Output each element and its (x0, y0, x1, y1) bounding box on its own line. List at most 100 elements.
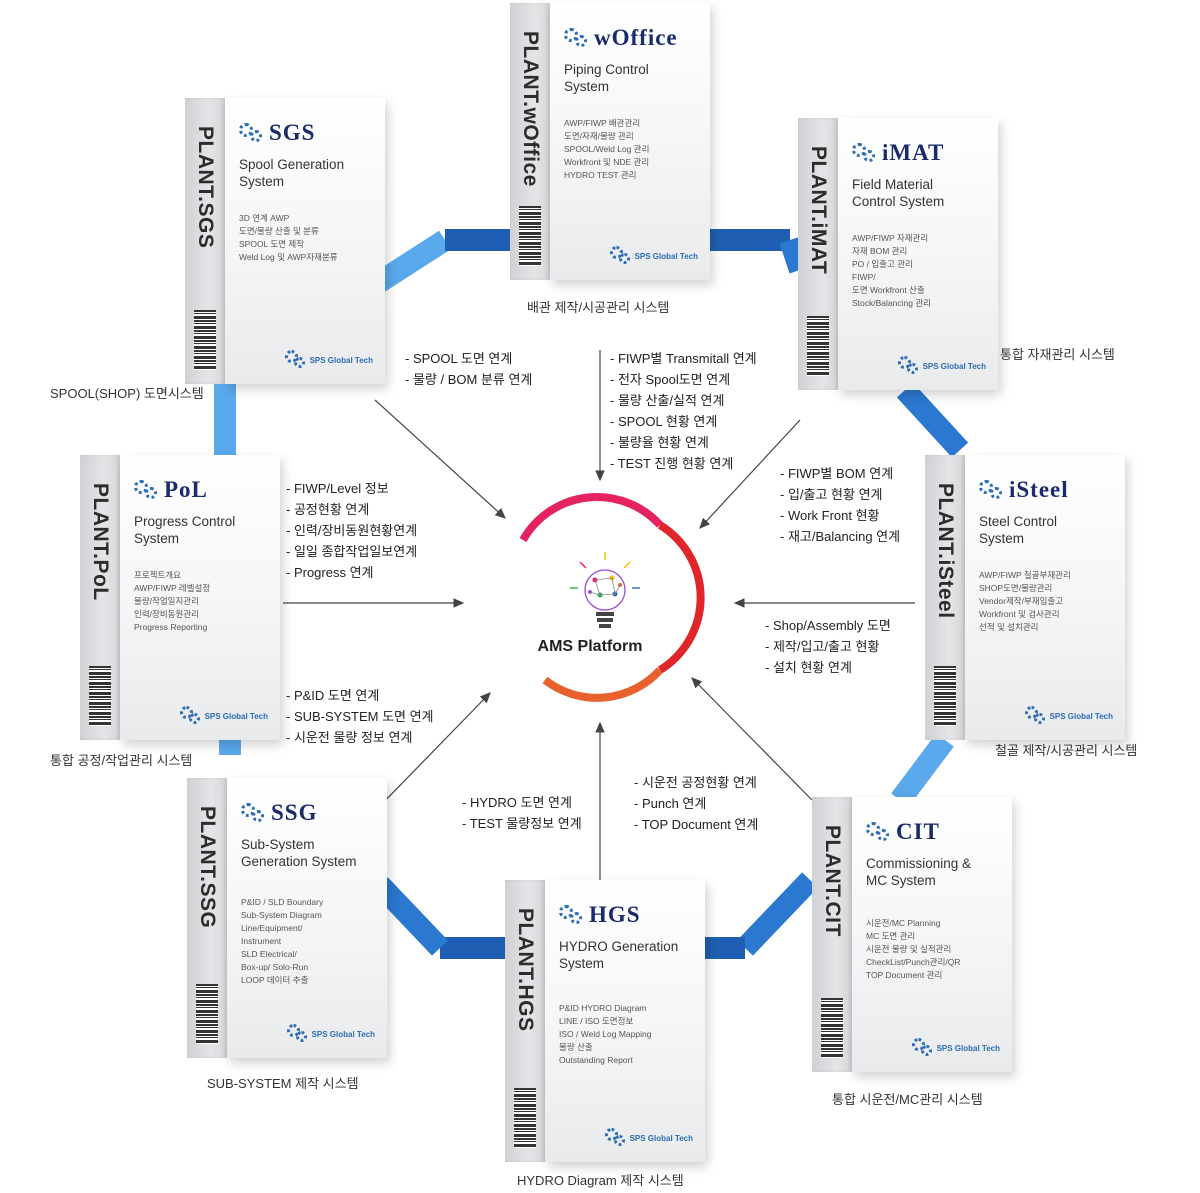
link-item: - 일일 종합작업일보연계 (286, 544, 418, 559)
link-item: - Punch 연계 (634, 796, 707, 811)
sps-gear-icon (1024, 706, 1047, 726)
sps-gear-icon (284, 350, 307, 370)
barcode-icon (89, 666, 111, 726)
caption-woffice: 배관 제작/시공관리 시스템 (527, 300, 670, 315)
box-side: PLANT.PoL (80, 455, 120, 740)
gear-icon (866, 820, 892, 844)
sps-gear-icon (897, 356, 920, 376)
gear-icon (979, 478, 1005, 502)
system-name-line: System (979, 531, 1025, 546)
system-name-line: Spool Generation (239, 157, 345, 172)
system-name-line: Commissioning & (866, 856, 972, 871)
feature-item: SHOP도면/물량관리 (979, 583, 1053, 593)
link-item: - 인력/장비동원현황연계 (286, 523, 418, 538)
links-hgs: - HYDRO 도면 연계 - TEST 물량정보 연계 (462, 792, 582, 834)
feature-item: LOOP 데이터 추출 (241, 975, 309, 985)
feature-item: 도면/물량 산출 및 분류 (239, 226, 319, 236)
box-side-title: PLANT.HGS (514, 908, 537, 1032)
link-item: - Work Front 현황 (780, 508, 880, 523)
maker-name: SPS Global Tech (922, 361, 986, 371)
links-imat: - FIWP별 BOM 연계 - 입/출고 현황 연계 - Work Front… (780, 463, 900, 547)
feature-item: AWP/FIWP 레벨설정 (134, 583, 211, 593)
barcode-icon (519, 206, 541, 266)
system-name-line: MC System (866, 873, 936, 888)
link-item: - 불량율 현황 연계 (610, 435, 709, 450)
link-item: - SUB-SYSTEM 도면 연계 (286, 709, 434, 724)
feature-item: 자재 BOM 관리 (852, 246, 908, 256)
maker-logo: SPS Global Tech (911, 1038, 1000, 1058)
feature-item: Workfront 및 NDE 관리 (564, 157, 650, 167)
maker-logo: SPS Global Tech (609, 246, 698, 266)
maker-logo: SPS Global Tech (286, 1024, 375, 1044)
arrow-ssg (377, 692, 491, 809)
links-sgs: - SPOOL 도면 연계 - 물량 / BOM 분류 연계 (405, 348, 532, 390)
system-name-line: Steel Control (979, 514, 1058, 529)
ring-segment (737, 872, 818, 956)
link-item: - 제작/입고/출고 현황 (765, 639, 880, 654)
center-arc (519, 492, 705, 702)
maker-logo: SPS Global Tech (179, 706, 268, 726)
links-ssg: - P&ID 도면 연계 - SUB-SYSTEM 도면 연계 - 시운전 물량… (286, 685, 434, 748)
ring-segment (372, 877, 448, 956)
feature-item: FIWP/ (852, 272, 876, 282)
feature-item: Weld Log 및 AWP자재분류 (239, 252, 338, 262)
box-side: PLANT.wOffice (510, 3, 550, 280)
lightbulb-icon (570, 552, 640, 628)
caption-ssg: SUB-SYSTEM 제작 시스템 (207, 1076, 359, 1091)
link-item: - 재고/Balancing 연계 (780, 529, 901, 544)
feature-item: 물량/작업일지관리 (134, 596, 199, 606)
feature-item: 프로젝트개요 (134, 570, 181, 580)
box-side-title: PLANT.wOffice (519, 31, 542, 187)
feature-item: 선적 및 설치관리 (979, 622, 1039, 632)
barcode-icon (194, 310, 216, 370)
feature-item: 시운전/MC Planning (866, 918, 941, 928)
box-cit: PLANT.CIT CIT Commissioning &MC System 시… (812, 797, 1012, 1072)
feature-item: Instrument (241, 936, 282, 946)
arrow-cit (691, 677, 813, 801)
feature-item: ISO / Weld Log Mapping (559, 1029, 652, 1039)
product-brand: wOffice (594, 25, 678, 50)
product-logo: iMAT (852, 140, 944, 166)
ring-segment (896, 382, 969, 458)
maker-name: SPS Global Tech (311, 1029, 375, 1039)
sps-gear-icon (286, 1024, 309, 1044)
box-side-title: PLANT.SGS (194, 126, 217, 249)
caption-hgs: HYDRO Diagram 제작 시스템 (517, 1173, 684, 1188)
feature-item: 3D 연계 AWP (239, 213, 290, 223)
sps-gear-icon (609, 246, 632, 266)
product-brand: CIT (896, 819, 940, 844)
box-side-title: PLANT.PoL (89, 483, 112, 601)
link-item: - P&ID 도면 연계 (286, 688, 380, 703)
maker-name: SPS Global Tech (634, 251, 698, 261)
box-side: PLANT.iMAT (798, 118, 838, 390)
feature-item: HYDRO TEST 관리 (564, 170, 637, 180)
maker-logo: SPS Global Tech (604, 1128, 693, 1148)
product-brand: SSG (271, 800, 318, 825)
feature-item: Stock/Balancing 관리 (852, 298, 931, 308)
system-name-line: Generation System (241, 854, 357, 869)
caption-pol: 통합 공정/작업관리 시스템 (50, 753, 193, 768)
gear-icon (241, 801, 267, 825)
link-item: - SPOOL 도면 연계 (405, 351, 513, 366)
box-front: CIT Commissioning & MC System 시운전/MC Plan… (852, 797, 1012, 1072)
feature-item: SLD Electrical/ (241, 949, 297, 959)
gear-icon (239, 121, 265, 145)
maker-logo: SPS Global Tech (1024, 706, 1113, 726)
box-side: PLANT.SSG (187, 778, 227, 1058)
caption-sgs: SPOOL(SHOP) 도면시스템 (50, 386, 204, 401)
